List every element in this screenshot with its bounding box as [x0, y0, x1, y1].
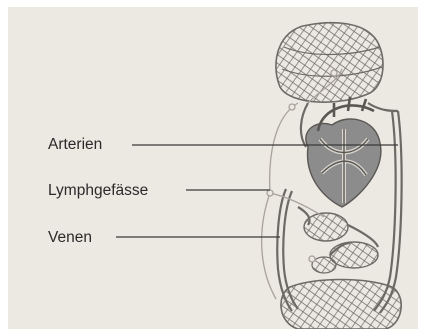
heart	[306, 119, 381, 207]
organ-capillary-clusters	[304, 213, 378, 273]
diagram-panel: Arterien Lymphgefässe Venen	[8, 7, 418, 329]
circulation-diagram	[8, 7, 418, 329]
label-venen: Venen	[48, 230, 92, 246]
upper-capillary-bed	[276, 23, 383, 102]
label-lymphgefaesse: Lymphgefässe	[48, 183, 148, 199]
lower-capillary-bed	[281, 280, 401, 330]
label-arterien: Arterien	[48, 137, 102, 153]
